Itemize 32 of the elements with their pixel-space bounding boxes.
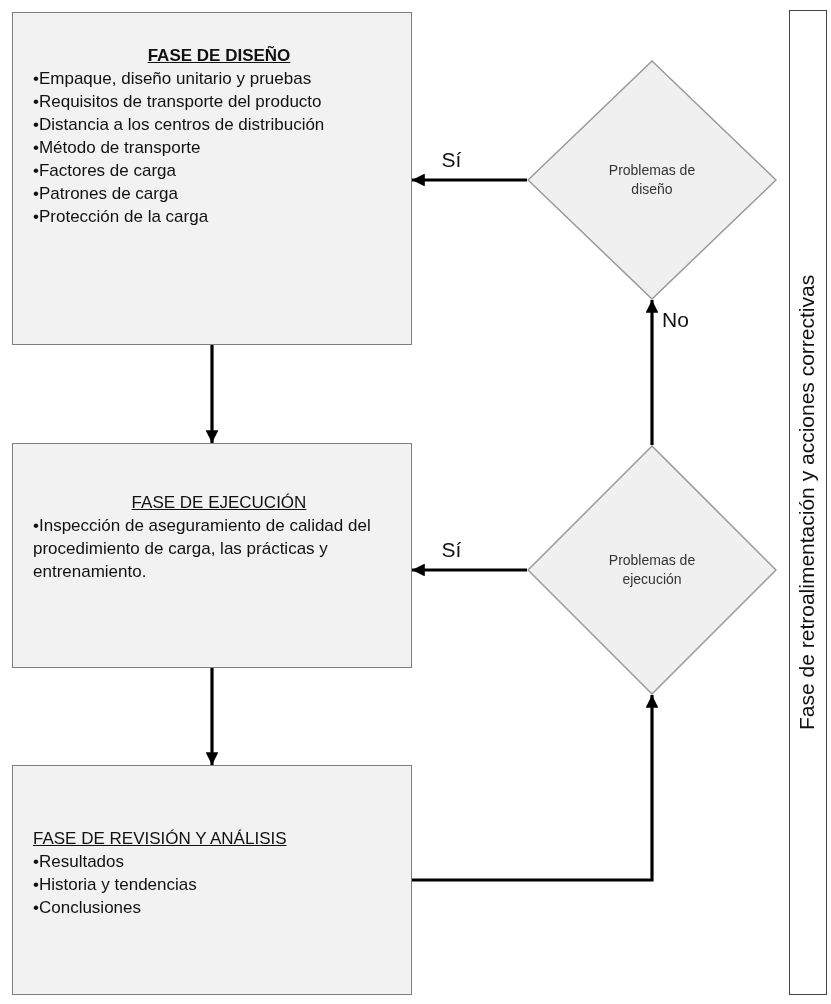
section-heading: FASE DE REVISIÓN Y ANÁLISIS (33, 828, 288, 850)
bullet-item: •Distancia a los centros de distribución (33, 113, 326, 136)
edge-label: No (662, 307, 689, 332)
process-box (12, 12, 412, 345)
arrow (412, 563, 527, 577)
arrow (205, 345, 219, 443)
bullet-item: •Resultados (33, 850, 125, 873)
bullet-item: •Requisitos de transporte del producto (33, 90, 323, 113)
bullet-item: •Factores de carga (33, 159, 177, 182)
bullet-item: •Empaque, diseño unitario y pruebas (33, 67, 313, 90)
bullet-item: •Historia y tendencias (33, 873, 198, 896)
section-heading: FASE DE DISEÑO (146, 45, 292, 67)
bullet-item: •Método de transporte (33, 136, 202, 159)
decision-label: Problemas de diseño (607, 161, 697, 199)
edge-label: Sí (441, 538, 462, 562)
process-box (12, 443, 412, 668)
panel-title: Fase de retroalimentación y acciones correctivas (796, 273, 817, 732)
bullet-item: •Protección de la carga (33, 205, 210, 228)
decision-diamond (527, 445, 777, 695)
arrow (645, 300, 659, 445)
edge-label: Sí (441, 148, 462, 172)
arrow (205, 668, 219, 765)
decision-diamond (527, 60, 777, 300)
arrow (412, 695, 659, 882)
section-heading: FASE DE EJECUCIÓN (130, 492, 308, 514)
bullet-item: •Patrones de carga (33, 182, 179, 205)
bullet-item: •Conclusiones (33, 896, 142, 919)
decision-label: Problemas de ejecución (607, 551, 697, 589)
process-box (12, 765, 412, 995)
arrow (412, 173, 527, 187)
bullet-item: •Inspección de aseguramiento de calidad del procedimiento de carga, las prácticas y entrenamiento. (33, 514, 372, 583)
feedback-panel (789, 10, 827, 995)
